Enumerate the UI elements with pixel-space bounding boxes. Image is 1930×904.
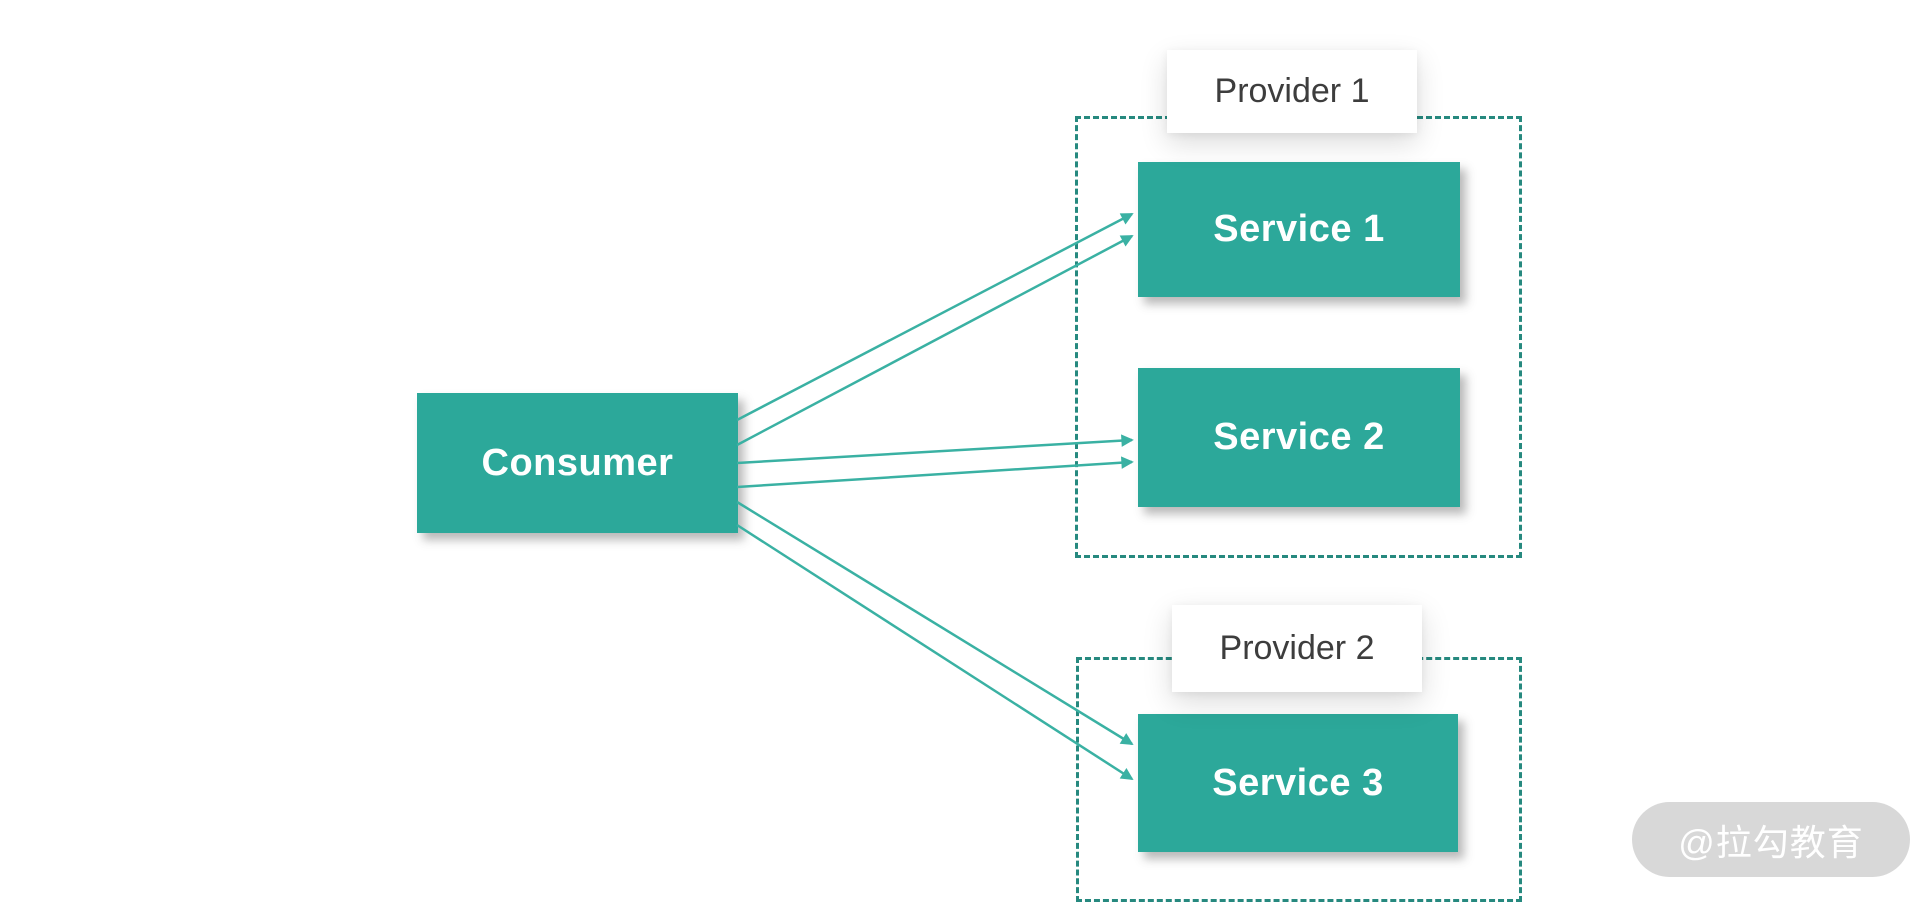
arrow-line-3 — [736, 434, 1134, 465]
provider-2-label-text: Provider 2 — [1219, 629, 1375, 667]
arrow-line-5 — [736, 500, 1134, 746]
consumer-node: Consumer — [417, 393, 738, 533]
arrow-line-1 — [736, 212, 1134, 422]
arrow-line-6 — [736, 523, 1134, 781]
service-1-label: Service 1 — [1213, 208, 1385, 250]
service-2-label: Service 2 — [1213, 416, 1385, 458]
arrow-line-4 — [736, 456, 1134, 489]
service-3-node: Service 3 — [1138, 714, 1458, 852]
arrow-line-2 — [736, 234, 1134, 447]
service-3-label: Service 3 — [1212, 761, 1384, 804]
provider-2-label: Provider 2 — [1172, 605, 1422, 692]
watermark-badge: @拉勾教育 — [1632, 802, 1910, 877]
provider-1-label: Provider 1 — [1167, 50, 1417, 133]
provider-1-label-text: Provider 1 — [1214, 72, 1370, 110]
watermark-text: @拉勾教育 — [1678, 821, 1864, 863]
service-2-node: Service 2 — [1138, 368, 1460, 507]
consumer-label: Consumer — [481, 441, 674, 484]
service-1-node: Service 1 — [1138, 162, 1460, 297]
